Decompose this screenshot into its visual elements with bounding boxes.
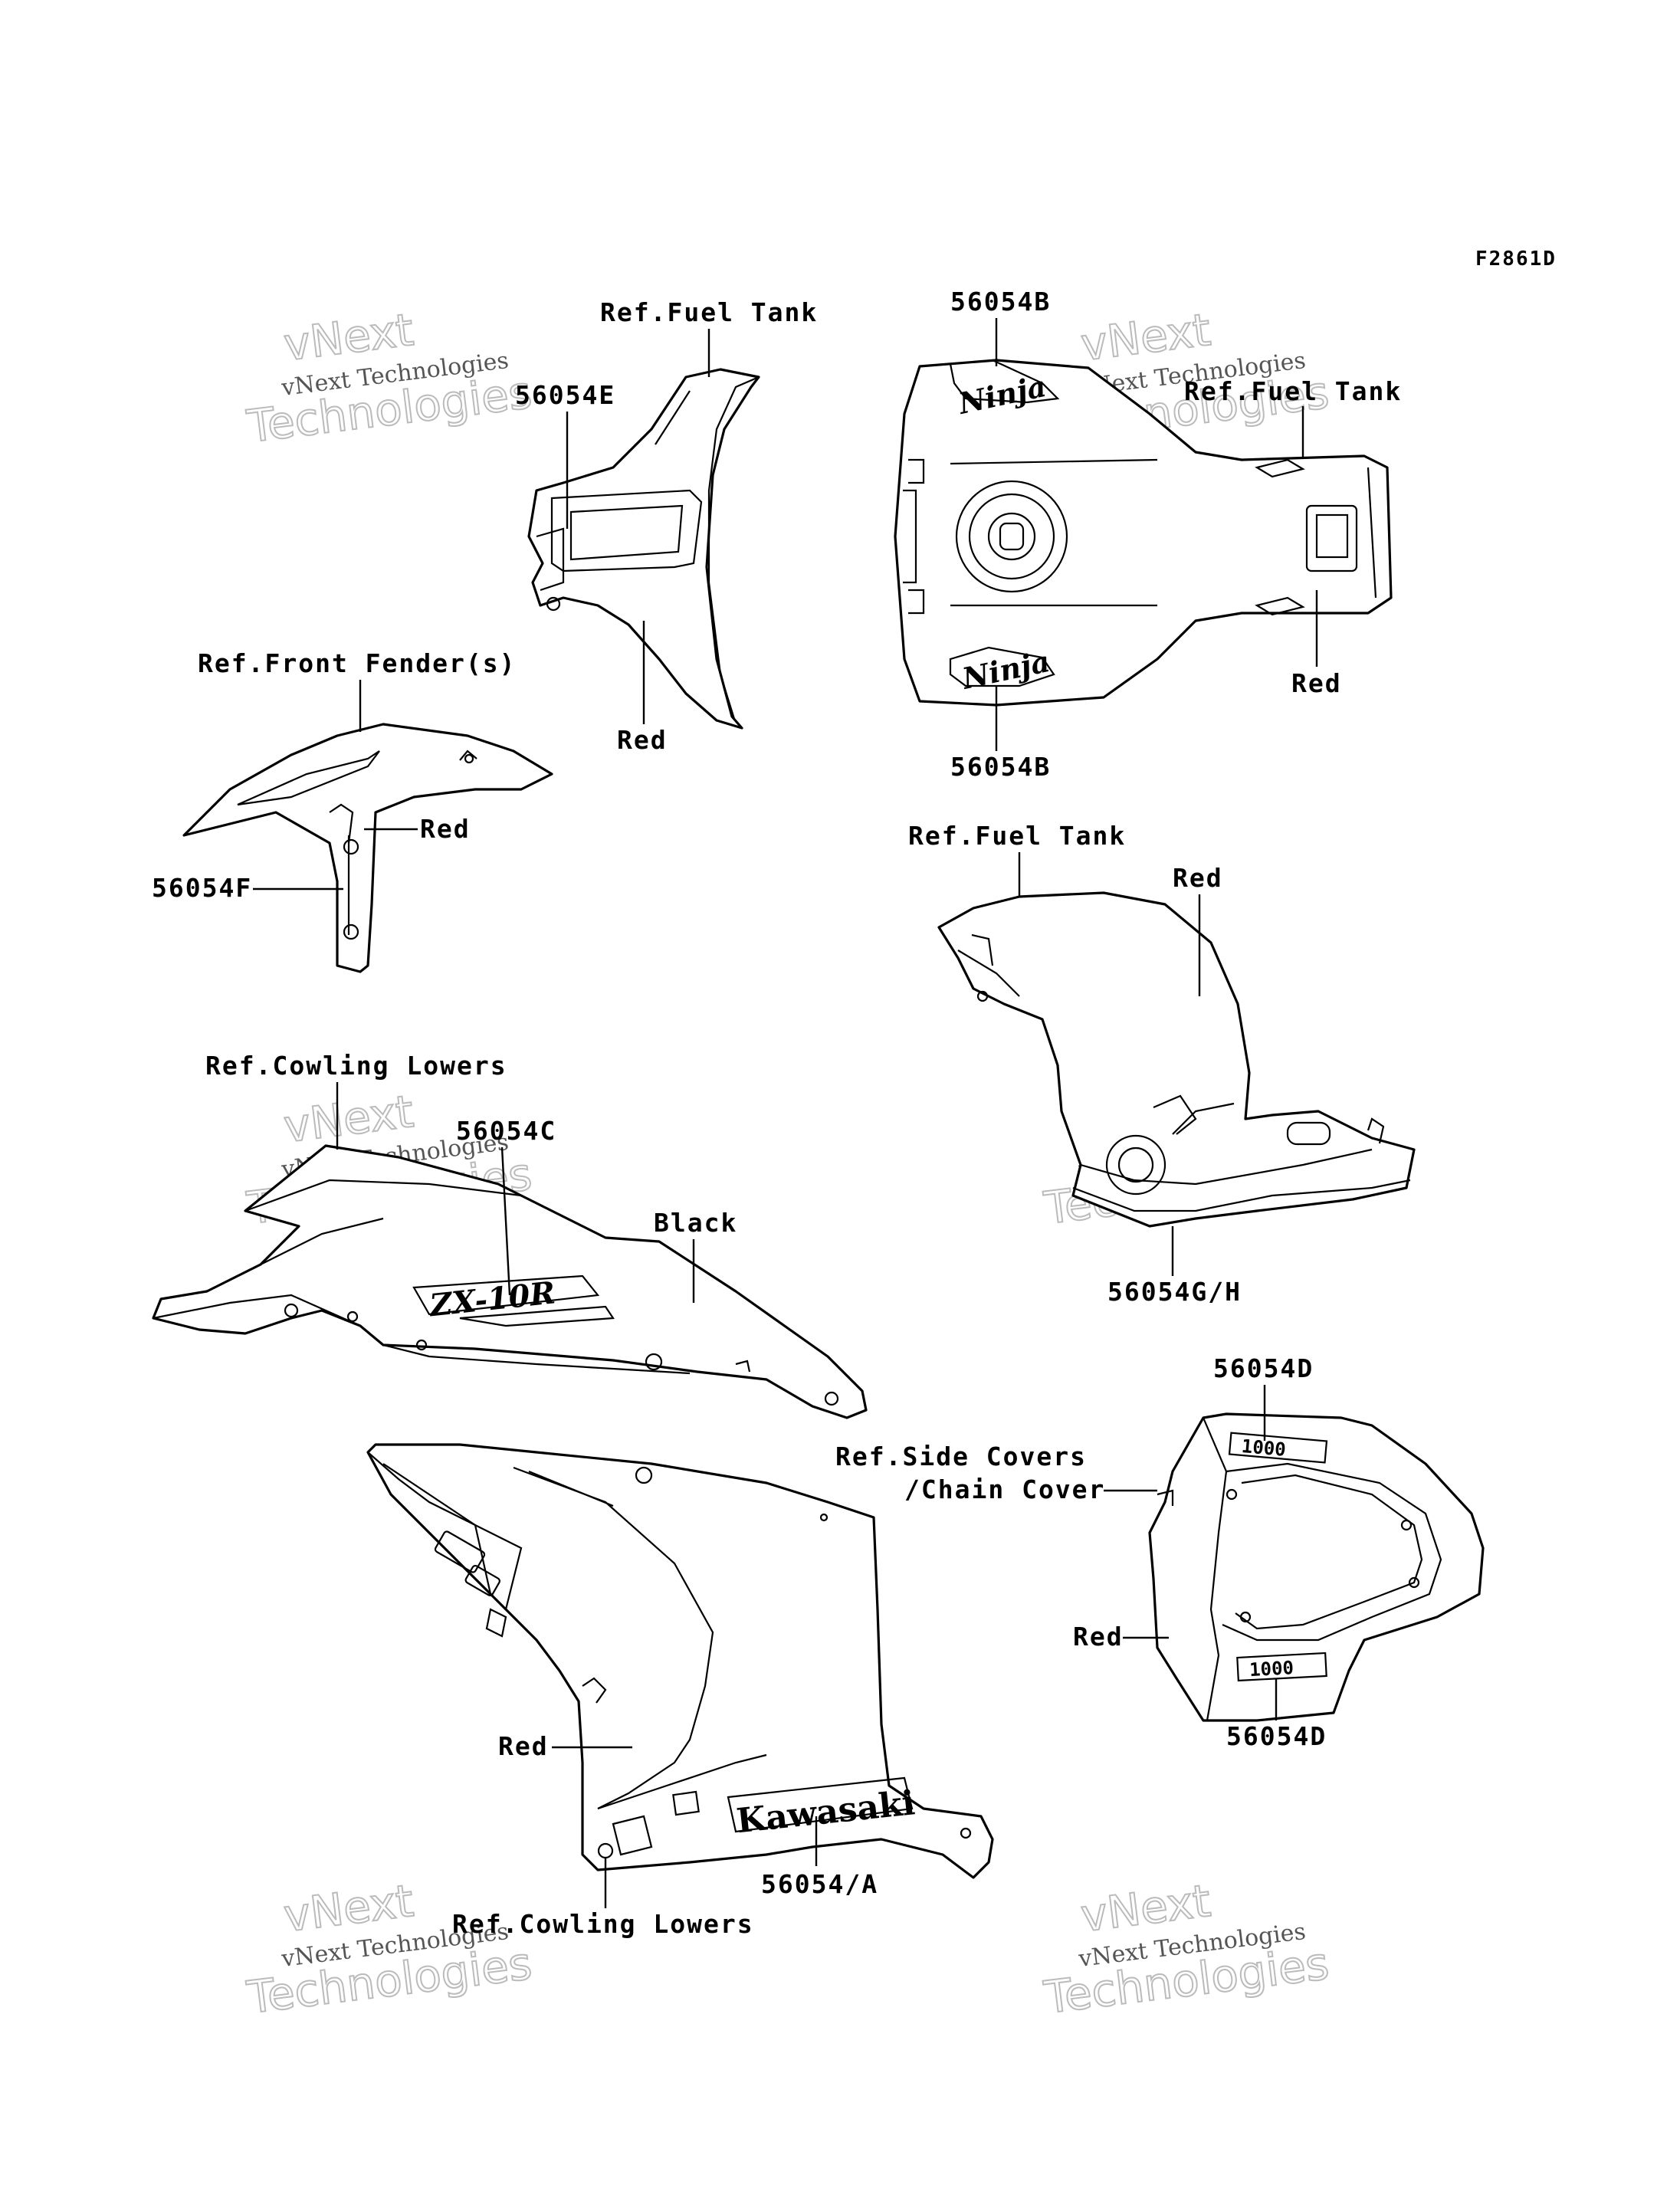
watermark-top-left: vNext Technologies vNext Technologies [243, 303, 535, 454]
figure-code: F2861D [1475, 248, 1557, 271]
label-56054E: 56054E [515, 380, 615, 410]
fuel-tank-side-part [937, 891, 1416, 1228]
label-red-6: Red [1073, 1622, 1124, 1652]
badge-1000-top: 1000 [1241, 1435, 1287, 1461]
label-red-3: Red [420, 814, 471, 844]
label-56054F: 56054F [152, 873, 252, 903]
label-56054C: 56054C [456, 1116, 556, 1146]
label-ref-cowling-lowers-2: Ref.Cowling Lowers [452, 1909, 754, 1939]
badge-1000-bottom: 1000 [1249, 1657, 1294, 1681]
label-ref-front-fender: Ref.Front Fender(s) [198, 648, 517, 678]
label-ref-side-covers: Ref.Side Covers [835, 1442, 1087, 1471]
label-56054D-top: 56054D [1213, 1353, 1314, 1383]
label-black: Black [654, 1208, 737, 1238]
label-56054B-top: 56054B [950, 287, 1051, 317]
leader-56054C [500, 1146, 511, 1296]
label-chain-cover: /Chain Cover [904, 1474, 1105, 1504]
label-red-5: Red [498, 1731, 549, 1761]
label-red-4: Red [1173, 863, 1223, 893]
label-ref-fuel-tank-3: Ref.Fuel Tank [908, 821, 1126, 851]
front-fender-part [182, 723, 553, 973]
label-red-1: Red [617, 725, 668, 755]
label-56054D-bottom: 56054D [1226, 1721, 1327, 1751]
label-56054B-bottom: 56054B [950, 752, 1051, 782]
side-fairing-part: Kawasaki [366, 1443, 994, 1879]
fuel-tank-top-part: Ninja Ninja [894, 359, 1393, 707]
watermark-bottom-right: vNext Technologies vNext Technologies [1040, 1874, 1332, 2025]
label-red-2: Red [1291, 668, 1342, 698]
label-56054A: 56054/A [761, 1869, 878, 1899]
label-ref-fuel-tank-1: Ref.Fuel Tank [600, 297, 818, 327]
label-ref-cowling-lowers-1: Ref.Cowling Lowers [205, 1051, 507, 1081]
label-56054GH: 56054G/H [1107, 1277, 1242, 1307]
label-ref-fuel-tank-2: Ref.Fuel Tank [1184, 376, 1402, 406]
watermark-bottom-left: vNext Technologies vNext Technologies [243, 1874, 535, 2025]
seat-cowl-part: 1000 1000 [1148, 1412, 1485, 1722]
tank-cover-part [527, 368, 760, 730]
